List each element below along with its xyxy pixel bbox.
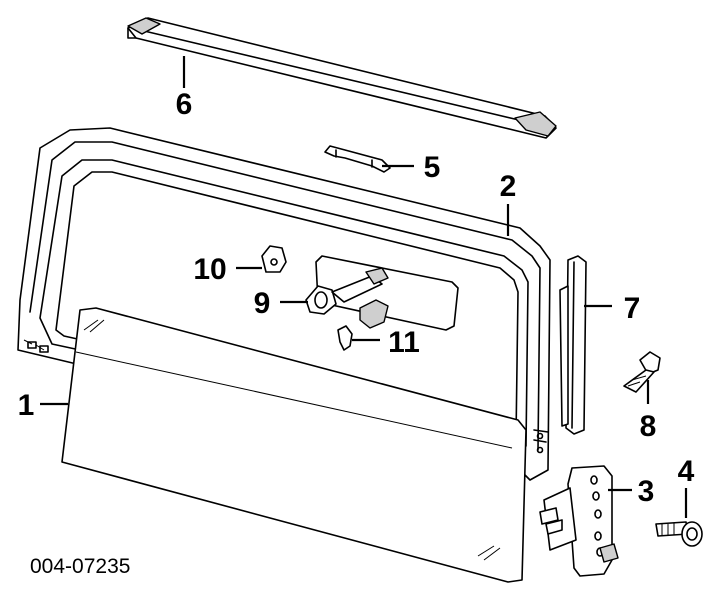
part-11-bumper: [337, 299, 389, 351]
leader-lines: [40, 56, 688, 518]
part-7-side-seal: [559, 255, 587, 435]
callout-10: 10: [193, 253, 226, 286]
callout-8: 8: [640, 410, 657, 443]
callout-5: 5: [424, 151, 441, 184]
callouts: 6 5 2 10 9 11 7 8 1 3 4: [18, 88, 695, 508]
part-9-latch: [305, 267, 389, 315]
callout-2: 2: [500, 170, 517, 203]
part-8-screw: [623, 351, 661, 393]
figure-code: 004-07235: [30, 555, 130, 578]
callout-9: 9: [254, 287, 271, 320]
part-6-top-seal-strip: [127, 17, 557, 139]
part-5-handle: [324, 145, 391, 173]
latch-opening: [315, 255, 459, 331]
part-4-bolt: [655, 521, 703, 547]
callout-4: 4: [678, 455, 695, 488]
part-3-hinge: [539, 465, 619, 577]
callout-3: 3: [638, 475, 655, 508]
callout-11: 11: [388, 326, 420, 359]
part-1-glass-pane: [61, 307, 527, 583]
part-10-clip: [261, 245, 287, 273]
callout-6: 6: [176, 88, 193, 121]
callout-7: 7: [624, 292, 641, 325]
callout-1: 1: [18, 389, 35, 422]
